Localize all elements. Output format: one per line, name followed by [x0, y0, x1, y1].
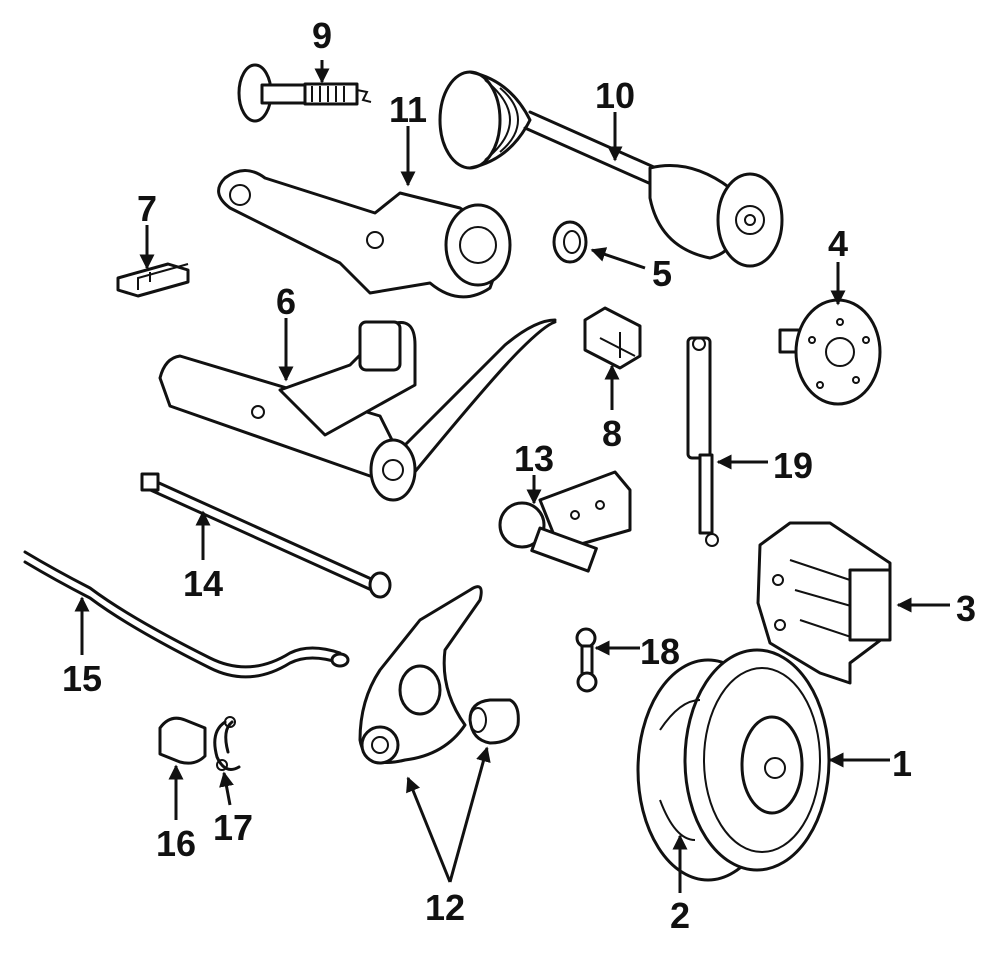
part-clamp	[213, 716, 241, 771]
part-brake-rotor	[636, 648, 831, 882]
callout-11: 11	[389, 89, 427, 130]
callout-5: 5	[652, 253, 672, 294]
callout-13: 13	[514, 438, 554, 479]
part-differential	[217, 169, 512, 299]
callout-14: 14	[183, 563, 223, 604]
part-crossmember	[158, 318, 557, 502]
callout-19: 19	[773, 445, 813, 486]
callout-15: 15	[62, 658, 102, 699]
part-bracket	[116, 262, 190, 298]
callout-4: 4	[828, 223, 848, 264]
part-pivot-bracket	[498, 470, 632, 573]
part-drive-axle	[438, 70, 784, 268]
part-mount	[583, 306, 642, 370]
callout-labels: 9 10 11 7 5 4 6 8 19 13 14 15 3 18 1 2 1…	[62, 15, 976, 936]
callout-18: 18	[640, 631, 680, 672]
part-stabilizer-bar	[23, 550, 350, 679]
callout-6: 6	[276, 281, 296, 322]
part-hub-flange	[778, 298, 882, 406]
part-brake-caliper	[756, 521, 892, 685]
callout-7: 7	[137, 188, 157, 229]
part-shock-absorber	[686, 336, 719, 547]
part-control-arm	[358, 585, 520, 765]
callout-1: 1	[892, 743, 912, 784]
part-stabilizer-bushing	[158, 716, 207, 765]
callout-2: 2	[670, 895, 690, 936]
part-bearing	[552, 220, 588, 264]
callout-10: 10	[595, 75, 635, 116]
callout-17: 17	[213, 807, 253, 848]
leader-lines	[74, 60, 950, 893]
callout-3: 3	[956, 588, 976, 629]
callout-8: 8	[602, 413, 622, 454]
part-stabilizer-link	[575, 627, 598, 693]
part-tie-rod	[140, 472, 392, 599]
part-axle-shaft	[237, 63, 372, 123]
callout-9: 9	[312, 15, 332, 56]
callout-16: 16	[156, 823, 196, 864]
callout-12: 12	[425, 887, 465, 928]
